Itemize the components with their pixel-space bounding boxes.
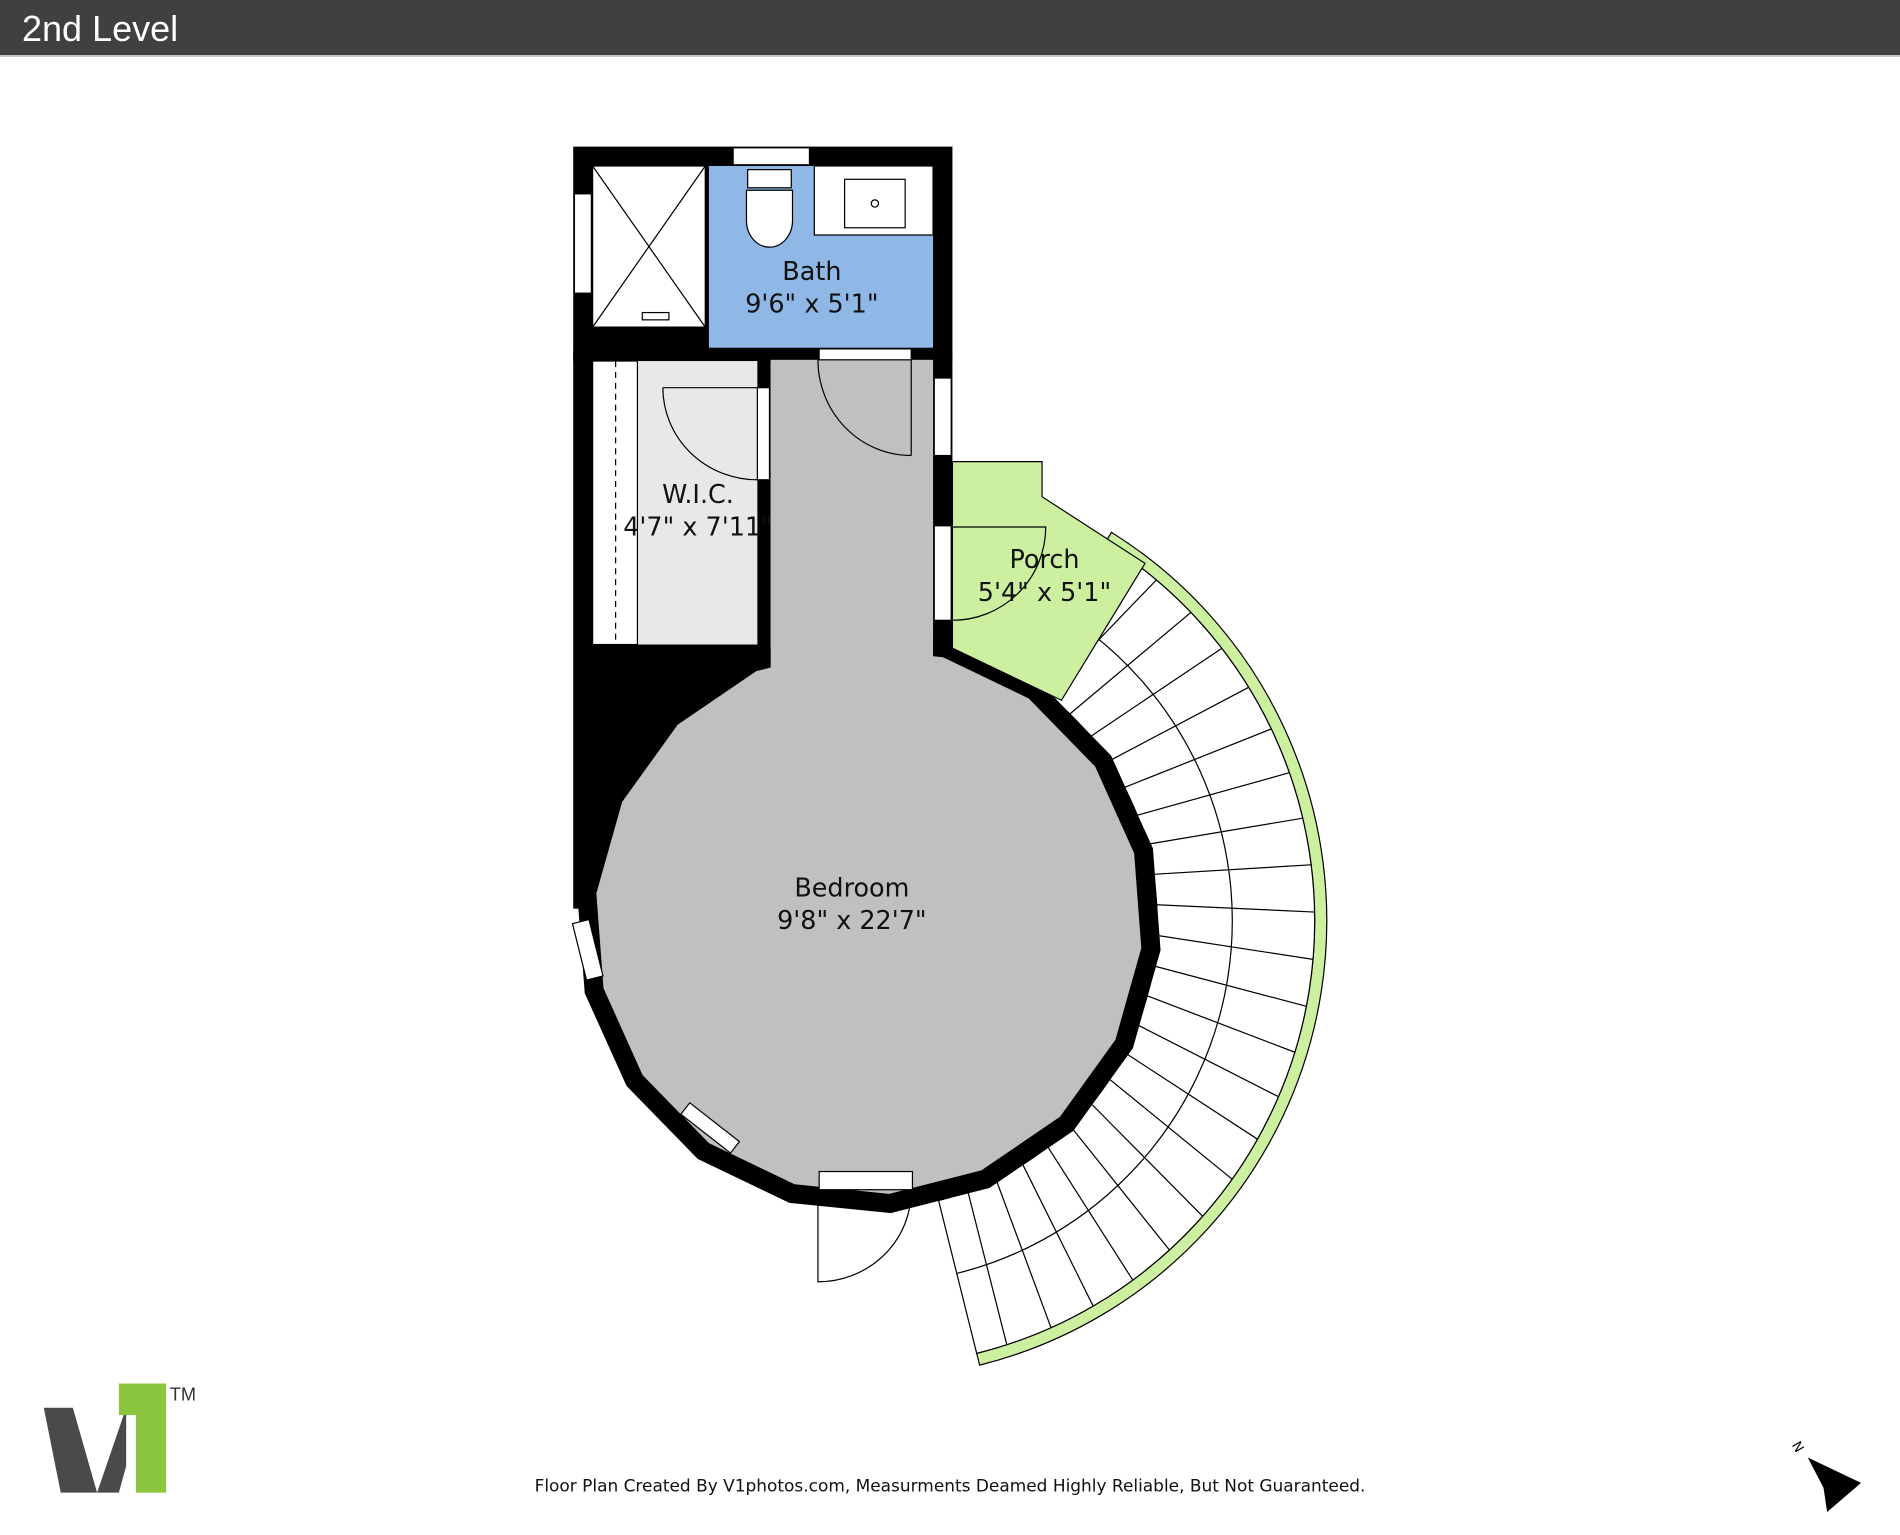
- porch-floor: [951, 460, 1146, 702]
- disclaimer: Floor Plan Created By V1photos.com, Meas…: [535, 1475, 1366, 1495]
- bedroom-floor: [596, 647, 1142, 1194]
- sink-icon: [843, 178, 906, 229]
- toilet-icon: [745, 189, 794, 248]
- door-swing: [817, 359, 912, 457]
- stair-tread: [1091, 1103, 1204, 1217]
- stair-tread: [1090, 647, 1223, 737]
- bath-label: Bath: [782, 256, 841, 286]
- stair-tread: [1156, 904, 1315, 913]
- wic-dims: 4'7" x 7'11": [623, 511, 773, 541]
- toilet-tank-icon: [747, 169, 792, 189]
- north-compass-icon: N: [1788, 1439, 1862, 1512]
- wic-door[interactable]: [756, 387, 771, 481]
- window: [732, 147, 811, 166]
- stair-tread: [1147, 995, 1296, 1053]
- stair-tread: [1146, 817, 1303, 845]
- window: [679, 1101, 741, 1154]
- stair-tread: [1124, 728, 1272, 788]
- door-swing: [662, 387, 758, 481]
- stair-tread: [1069, 611, 1192, 715]
- bath-dims: 9'6" x 5'1": [745, 289, 878, 319]
- stair-tread: [995, 1179, 1052, 1328]
- compass-label: N: [1788, 1439, 1806, 1455]
- bath-door[interactable]: [818, 348, 912, 361]
- spiral-staircase: [937, 531, 1328, 1366]
- level-title: 2nd Level: [22, 8, 179, 49]
- stair-tread: [1070, 1126, 1170, 1251]
- door-swing: [817, 1190, 912, 1283]
- bedroom-dims: 9'8" x 22'7": [777, 905, 927, 935]
- wic-label: W.I.C.: [662, 479, 734, 509]
- stair-tread: [1124, 1052, 1258, 1140]
- stair-tread: [1047, 1146, 1134, 1281]
- stair-tread: [1109, 1078, 1233, 1180]
- hallway-floor: [770, 359, 934, 712]
- porch-dims: 5'4" x 5'1": [978, 577, 1111, 607]
- stair-tread: [1022, 1164, 1094, 1307]
- window: [573, 193, 592, 294]
- door-swing: [952, 526, 1047, 621]
- porch-door[interactable]: [933, 525, 952, 621]
- stair-tread: [1137, 1024, 1279, 1098]
- stair-tread: [967, 1191, 1008, 1345]
- stair-tread: [1137, 772, 1290, 816]
- trademark: TM: [170, 1385, 196, 1405]
- window: [933, 377, 952, 457]
- stair-tread: [1108, 686, 1249, 762]
- shower-drain-icon: [641, 311, 670, 321]
- porch-label: Porch: [1009, 544, 1079, 574]
- stair-tread: [1156, 934, 1314, 960]
- bedroom-door[interactable]: [818, 1170, 914, 1191]
- header-bar: 2nd Level: [0, 0, 1900, 57]
- stair-tread: [1153, 864, 1312, 875]
- v1-logo: TM: [43, 1383, 196, 1493]
- stair-centerline: [956, 612, 1233, 1275]
- window: [571, 918, 604, 981]
- stair-tread: [1153, 965, 1307, 1007]
- bedroom-label: Bedroom: [794, 873, 909, 903]
